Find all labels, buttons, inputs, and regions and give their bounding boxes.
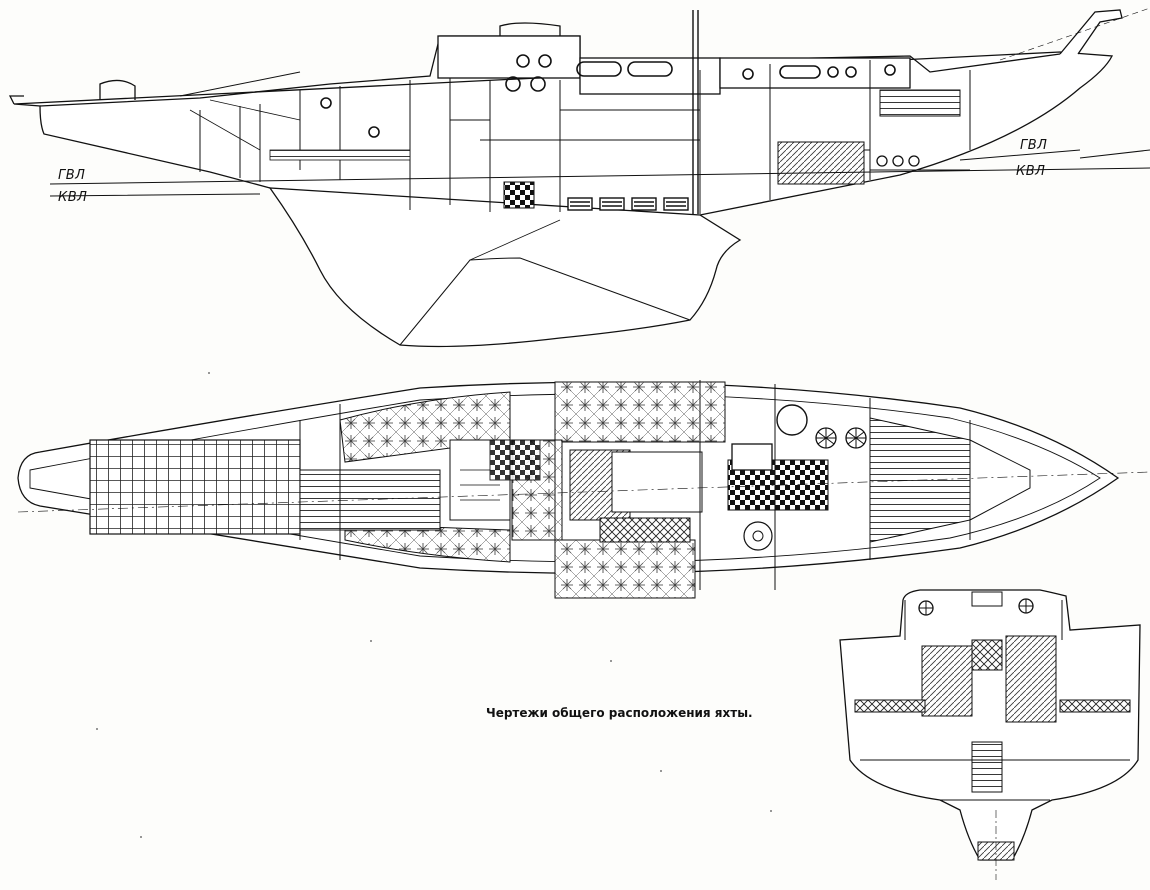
scan-speck [96,728,98,730]
deck-plan [17,380,1150,599]
scan-speck [770,810,772,812]
waterlines [49,149,1150,197]
scan-speck [370,640,372,642]
label-kvl-stern: КВЛ [58,190,88,205]
portholes [320,54,896,138]
cross-section [839,589,1141,880]
engine-vents [567,197,689,211]
scan-speck [610,660,612,662]
drawing-caption: Чертежи общего расположения яхты. [486,706,753,720]
side-profile [8,7,1150,348]
label-gvl-bow: ГВЛ [1020,138,1048,153]
section-hull [839,589,1141,861]
label-gvl-stern: ГВЛ [58,168,86,183]
scan-speck [140,836,142,838]
scan-speck [208,372,210,374]
label-kvl-bow: КВЛ [1016,164,1046,179]
scan-speck [660,770,662,772]
cockpit-grating [89,439,301,535]
keel-profile [268,187,742,348]
ventilator-icons [815,427,867,449]
